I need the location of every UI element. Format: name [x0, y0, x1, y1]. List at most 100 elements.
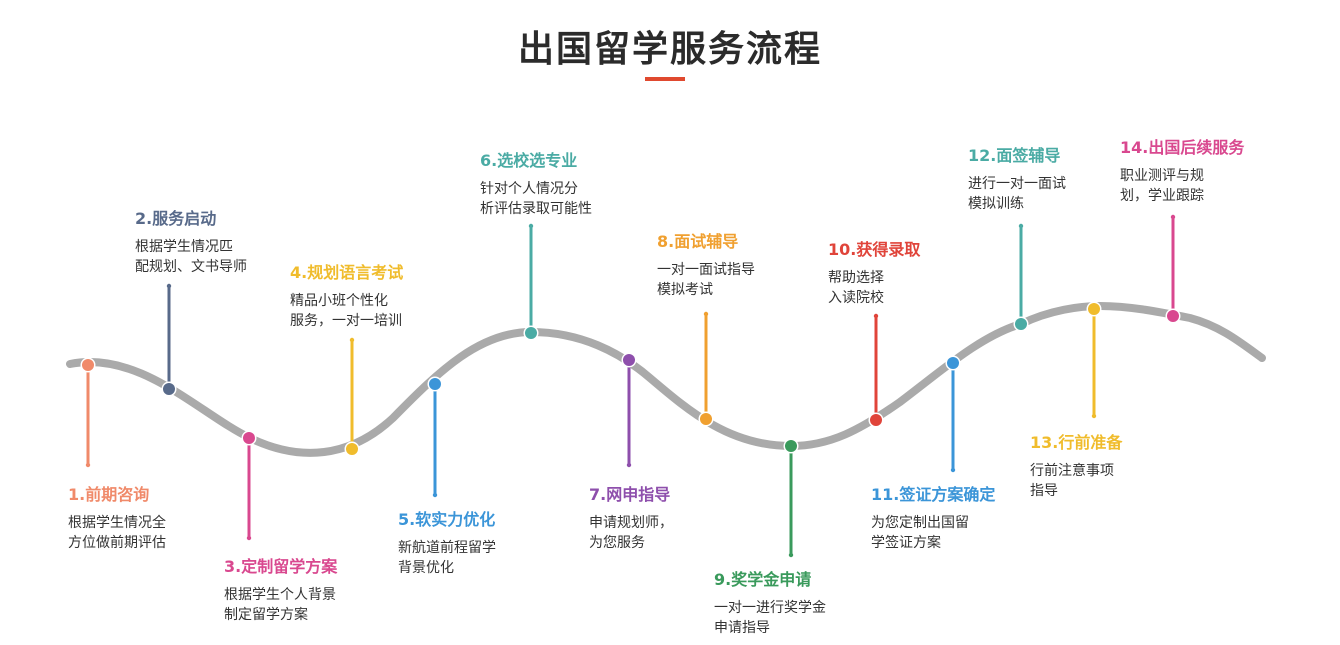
step-description-line: 划，学业跟踪 [1120, 188, 1204, 204]
step-description-line: 根据学生个人背景 [224, 587, 336, 603]
step-description-line: 入读院校 [828, 290, 884, 306]
step-description: 根据学生情况匹配规划、文书导师 [135, 237, 247, 277]
step-label: 12.面签辅导进行一对一面试模拟训练 [968, 142, 1066, 214]
step-description-line: 服务，一对一培训 [290, 313, 402, 329]
connector-end-dot [166, 283, 172, 289]
step-node-dot [947, 357, 959, 369]
step-description: 新航道前程留学背景优化 [398, 538, 496, 578]
step-description-line: 模拟考试 [657, 282, 713, 298]
step-description: 职业测评与规划，学业跟踪 [1120, 166, 1244, 206]
connector-end-dot [1091, 413, 1097, 419]
step-title: 1.前期咨询 [68, 485, 150, 504]
step-title: 4.规划语言考试 [290, 263, 404, 282]
step-description-line: 申请规划师， [589, 515, 673, 531]
step-node-dot [1088, 303, 1100, 315]
step-title: 14.出国后续服务 [1120, 138, 1245, 157]
step-label: 9.奖学金申请一对一进行奖学金申请指导 [714, 566, 826, 638]
step-title: 7.网申指导 [589, 485, 671, 504]
step-description-line: 配规划、文书导师 [135, 259, 247, 275]
step-title: 3.定制留学方案 [224, 557, 338, 576]
step-description-line: 针对个人情况分 [480, 181, 578, 197]
step-node-dot [346, 443, 358, 455]
step-title: 11.签证方案确定 [871, 485, 996, 504]
step-label: 11.签证方案确定为您定制出国留学签证方案 [871, 481, 995, 553]
step-label: 1.前期咨询根据学生情况全方位做前期评估 [68, 481, 166, 553]
step-description: 进行一对一面试模拟训练 [968, 174, 1066, 214]
step-description-line: 方位做前期评估 [68, 535, 166, 551]
step-node-dot [243, 432, 255, 444]
step-description: 针对个人情况分析评估录取可能性 [480, 179, 592, 219]
step-title: 9.奖学金申请 [714, 570, 812, 589]
step-label: 13.行前准备行前注意事项指导 [1030, 429, 1122, 501]
step-description-line: 帮助选择 [828, 270, 884, 286]
connector-end-dot [1170, 214, 1176, 220]
step-title: 12.面签辅导 [968, 146, 1061, 165]
step-node-dot [163, 383, 175, 395]
connector-end-dot [950, 467, 956, 473]
step-node-dot [1015, 318, 1027, 330]
step-title: 2.服务启动 [135, 209, 217, 228]
step-title: 5.软实力优化 [398, 510, 496, 529]
step-description: 根据学生情况全方位做前期评估 [68, 513, 166, 553]
step-description-line: 为您定制出国留 [871, 515, 969, 531]
step-description: 行前注意事项指导 [1030, 461, 1122, 501]
step-description: 根据学生个人背景制定留学方案 [224, 585, 337, 625]
step-node-dot [623, 354, 635, 366]
step-description-line: 进行一对一面试 [968, 176, 1066, 192]
step-label: 3.定制留学方案根据学生个人背景制定留学方案 [224, 553, 337, 625]
step-description-line: 职业测评与规 [1120, 168, 1204, 184]
step-node-dot [525, 327, 537, 339]
step-label: 4.规划语言考试精品小班个性化服务，一对一培训 [290, 259, 403, 331]
connector-end-dot [788, 552, 794, 558]
connector-end-dot [528, 223, 534, 229]
connector-end-dot [246, 535, 252, 541]
step-description: 帮助选择入读院校 [828, 268, 920, 308]
step-description: 精品小班个性化服务，一对一培训 [290, 291, 403, 331]
step-description: 申请规划师， 为您服务 [589, 513, 673, 553]
step-description-line: 制定留学方案 [224, 607, 308, 623]
step-label: 2.服务启动根据学生情况匹配规划、文书导师 [135, 205, 247, 277]
step-description-line: 精品小班个性化 [290, 293, 388, 309]
step-description-line: 根据学生情况匹 [135, 239, 233, 255]
connector-end-dot [873, 313, 879, 319]
step-node-dot [870, 414, 882, 426]
step-node-dot [1167, 310, 1179, 322]
step-description-line: 为您服务 [589, 535, 645, 551]
step-title: 6.选校选专业 [480, 151, 578, 170]
step-label: 6.选校选专业针对个人情况分析评估录取可能性 [480, 147, 592, 219]
step-title: 13.行前准备 [1030, 433, 1123, 452]
step-description-line: 根据学生情况全 [68, 515, 166, 531]
step-label: 14.出国后续服务职业测评与规划，学业跟踪 [1120, 134, 1244, 206]
step-label: 10.获得录取帮助选择入读院校 [828, 236, 920, 308]
step-label: 7.网申指导申请规划师， 为您服务 [589, 481, 673, 553]
connector-end-dot [626, 462, 632, 468]
connector-end-dot [349, 337, 355, 343]
connector-end-dot [1018, 223, 1024, 229]
step-description-line: 一对一进行奖学金 [714, 600, 826, 616]
step-description-line: 指导 [1030, 483, 1058, 499]
connector-end-dot [432, 492, 438, 498]
page-title: 出国留学服务流程 [517, 29, 822, 70]
step-label: 5.软实力优化新航道前程留学背景优化 [398, 506, 496, 578]
step-description-line: 一对一面试指导 [657, 262, 755, 278]
step-node-dot [700, 413, 712, 425]
step-description-line: 新航道前程留学 [398, 540, 496, 556]
step-node-dot [82, 359, 94, 371]
connector-end-dot [85, 462, 91, 468]
step-description: 一对一面试指导模拟考试 [657, 260, 755, 300]
step-description: 为您定制出国留学签证方案 [871, 513, 995, 553]
step-description-line: 申请指导 [714, 620, 770, 636]
title-underline [645, 77, 685, 81]
step-description-line: 学签证方案 [871, 535, 941, 551]
step-label: 8.面试辅导一对一面试指导模拟考试 [657, 228, 755, 300]
step-description: 一对一进行奖学金申请指导 [714, 598, 826, 638]
step-description-line: 背景优化 [398, 560, 454, 576]
step-description-line: 模拟训练 [968, 196, 1024, 212]
step-title: 10.获得录取 [828, 240, 921, 259]
connector-end-dot [703, 311, 709, 317]
step-node-dot [429, 378, 441, 390]
step-description-line: 析评估录取可能性 [480, 201, 592, 217]
step-description-line: 行前注意事项 [1030, 463, 1114, 479]
step-title: 8.面试辅导 [657, 232, 739, 251]
